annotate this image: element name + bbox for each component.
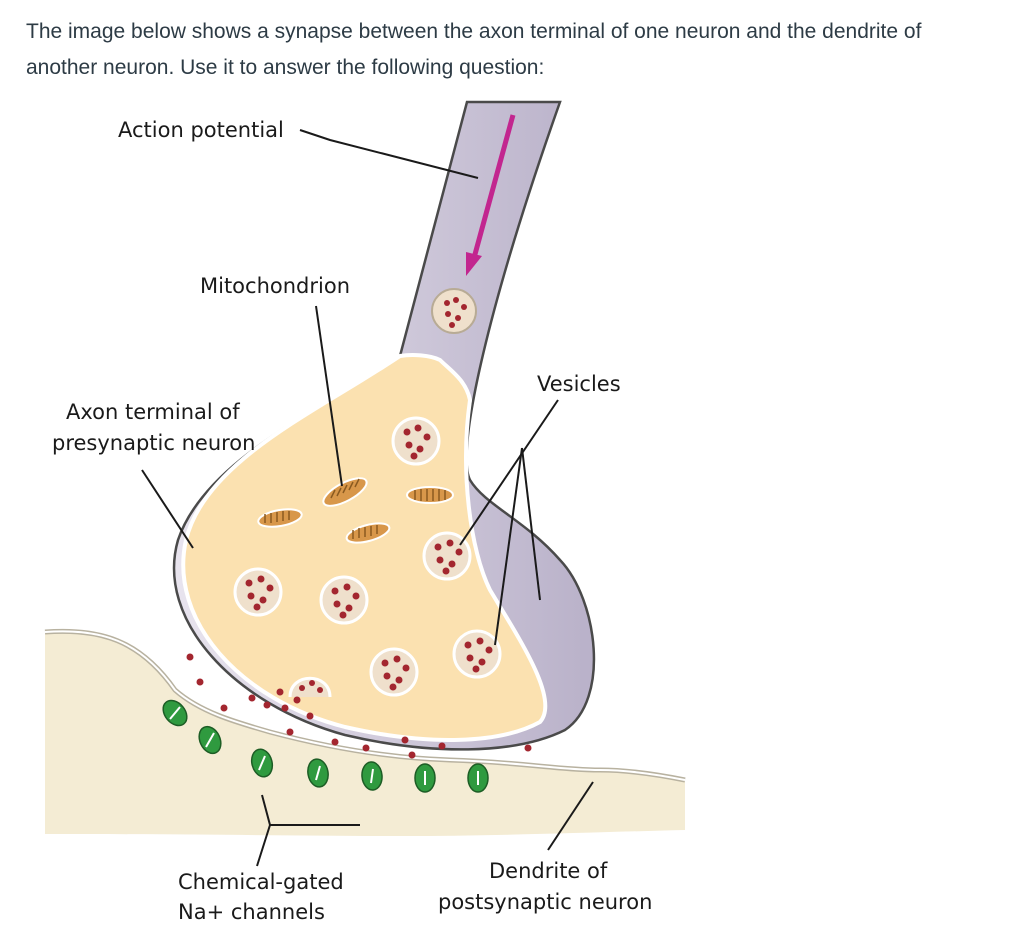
leader-lines (141, 129, 594, 867)
mitochondrion (257, 508, 303, 528)
question-text: The image below shows a synapse between … (26, 14, 1016, 86)
label-channels-line2: Na+ channels (178, 900, 325, 924)
na-channel (414, 763, 436, 793)
question-line-1: The image below shows a synapse between … (26, 20, 922, 43)
na-channel (162, 699, 188, 727)
na-channel (361, 761, 383, 791)
label-dendrite-line1: Dendrite of (489, 859, 608, 883)
vesicles-leader-a (459, 399, 559, 546)
label-dendrite-line2: postsynaptic neuron (438, 890, 652, 914)
postsynaptic-dendrite (44, 628, 686, 836)
na-channel (250, 748, 274, 778)
label-axon-terminal-line2: presynaptic neuron (52, 431, 255, 455)
label-action-potential: Action potential (118, 118, 284, 142)
vesicle (422, 531, 472, 581)
na-channel (198, 725, 222, 755)
vesicles-leader-b (494, 447, 523, 646)
action-potential-leader (299, 129, 479, 179)
vesicles-leader-c (521, 447, 541, 601)
question-line-2: another neuron. Use it to answer the fol… (26, 56, 545, 79)
mitochondrion-leader (315, 305, 343, 487)
vesicle (319, 575, 369, 625)
label-vesicles: Vesicles (537, 372, 621, 396)
label-mitochondrion: Mitochondrion (200, 274, 350, 298)
na-channel (307, 758, 329, 788)
dendrite-leader (547, 781, 594, 851)
mitochondrion (406, 486, 454, 504)
mitochondrion (345, 522, 391, 544)
na-channel (467, 763, 489, 793)
vesicle (369, 647, 419, 697)
vesicle (431, 288, 477, 334)
vesicle (391, 416, 441, 466)
fusing-vesicle (288, 676, 332, 698)
axon-terminal-leader (141, 469, 194, 549)
vesicle (233, 567, 283, 617)
diagram-labels: Action potential Mitochondrion Axon term… (52, 118, 652, 924)
label-channels-line1: Chemical-gated (178, 870, 344, 894)
vesicle (452, 629, 502, 679)
action-potential-arrow (466, 114, 516, 276)
neurotransmitter (186, 653, 532, 759)
label-axon-terminal-line1: Axon terminal of (66, 400, 240, 424)
